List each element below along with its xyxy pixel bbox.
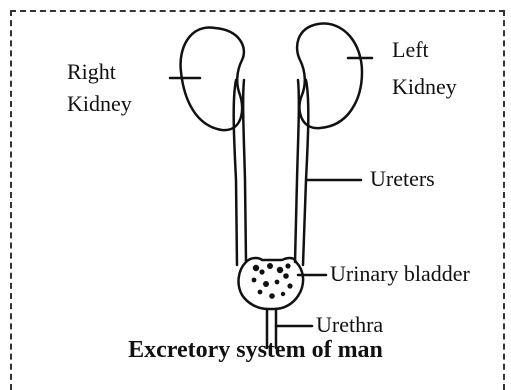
bladder-texture bbox=[252, 263, 293, 299]
right-kidney-label-line2: Kidney bbox=[67, 90, 132, 118]
excretory-system-figure: Right Kidney Left Kidney Ureters Urinary… bbox=[0, 0, 511, 378]
ureters-label: Ureters bbox=[370, 165, 435, 193]
left-ureter-outer bbox=[303, 80, 308, 265]
right-kidney-label-line1: Right bbox=[67, 58, 116, 86]
left-kidney-label-line2: Kidney bbox=[392, 73, 457, 101]
urethra-label: Urethra bbox=[316, 311, 383, 339]
left-kidney-label-line1: Left bbox=[392, 36, 429, 64]
left-ureter-inner bbox=[295, 80, 299, 262]
urinary-bladder-label: Urinary bladder bbox=[330, 260, 470, 288]
right-ureter-inner bbox=[243, 80, 246, 262]
figure-caption: Excretory system of man bbox=[0, 337, 511, 364]
right-ureter-outer bbox=[234, 80, 237, 265]
left-kidney-shape bbox=[297, 24, 362, 129]
